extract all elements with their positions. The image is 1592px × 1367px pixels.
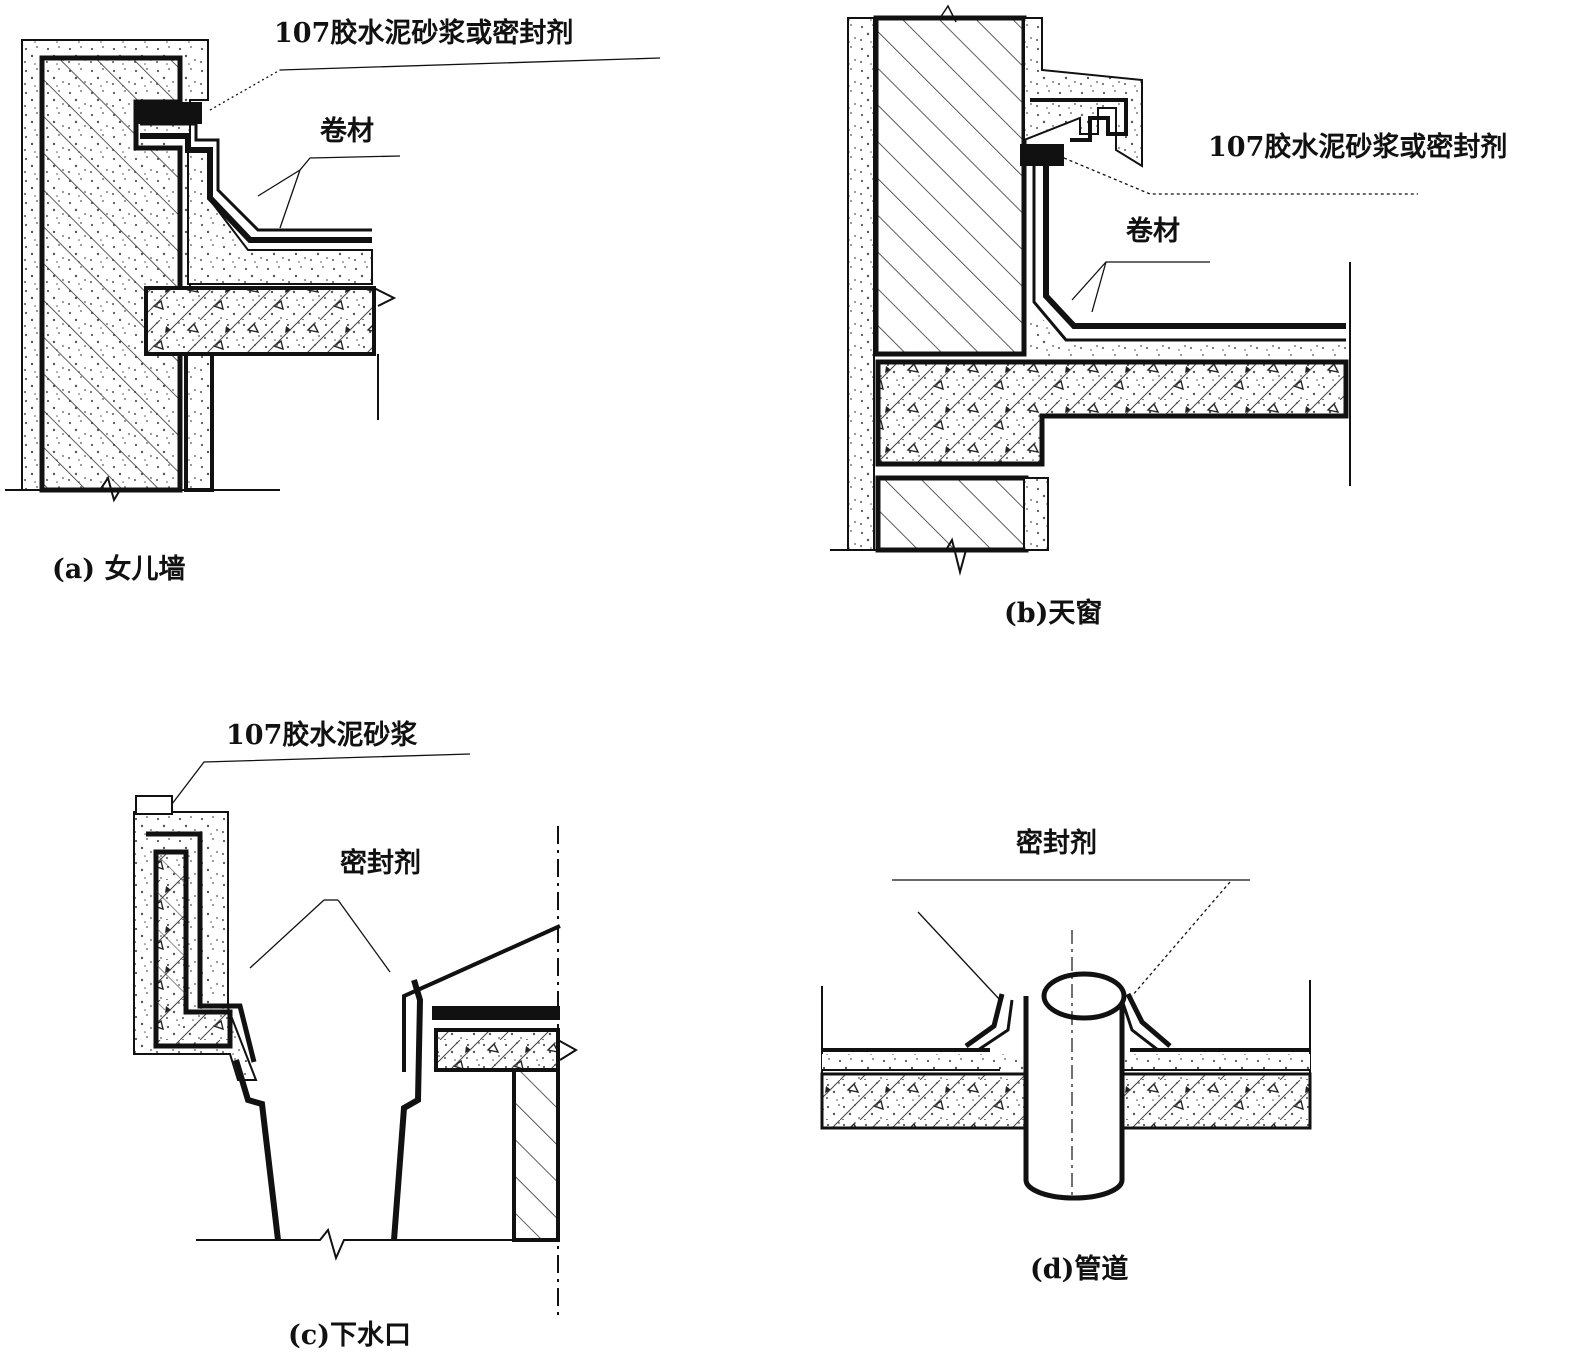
pipe xyxy=(1023,930,1127,1201)
skylight-upper-brick xyxy=(873,15,1027,357)
panel-c-sealant-label: 密封剂 xyxy=(340,848,421,879)
panel-d-caption: (d)管道 xyxy=(1030,1254,1129,1285)
panel-c-caption: (c)下水口 xyxy=(288,1320,411,1351)
panel-b-mortar-label: 107胶水泥砂浆或密封剂 xyxy=(1208,132,1508,163)
skylight-membrane xyxy=(1043,166,1346,329)
drain-roof-slab xyxy=(434,1028,560,1072)
skylight-sealant xyxy=(1020,144,1064,166)
panel-b-caption: (b)天窗 xyxy=(1004,598,1103,629)
panel-b-membrane-label: 卷材 xyxy=(1126,216,1180,247)
panel-a-mortar-label: 107胶水泥砂浆或密封剂 xyxy=(274,18,574,49)
panel-c-drain-outlet xyxy=(133,753,578,1320)
parapet-membrane xyxy=(140,133,372,243)
skylight-lower-brick xyxy=(875,475,1029,553)
panel-d-pipe xyxy=(820,879,1312,1201)
panel-a-membrane-label: 卷材 xyxy=(320,116,374,147)
parapet-roof-slab xyxy=(144,286,376,356)
skylight-roof-slab xyxy=(875,359,1349,467)
panel-d-sealant-label: 密封剂 xyxy=(1016,828,1097,859)
panel-a-parapet xyxy=(5,39,661,503)
panel-c-mortar-label: 107胶水泥砂浆 xyxy=(226,720,418,751)
panel-b-skylight xyxy=(830,4,1418,576)
parapet-sealant xyxy=(138,102,202,124)
panel-a-caption: (a) 女儿墙 xyxy=(52,554,186,585)
